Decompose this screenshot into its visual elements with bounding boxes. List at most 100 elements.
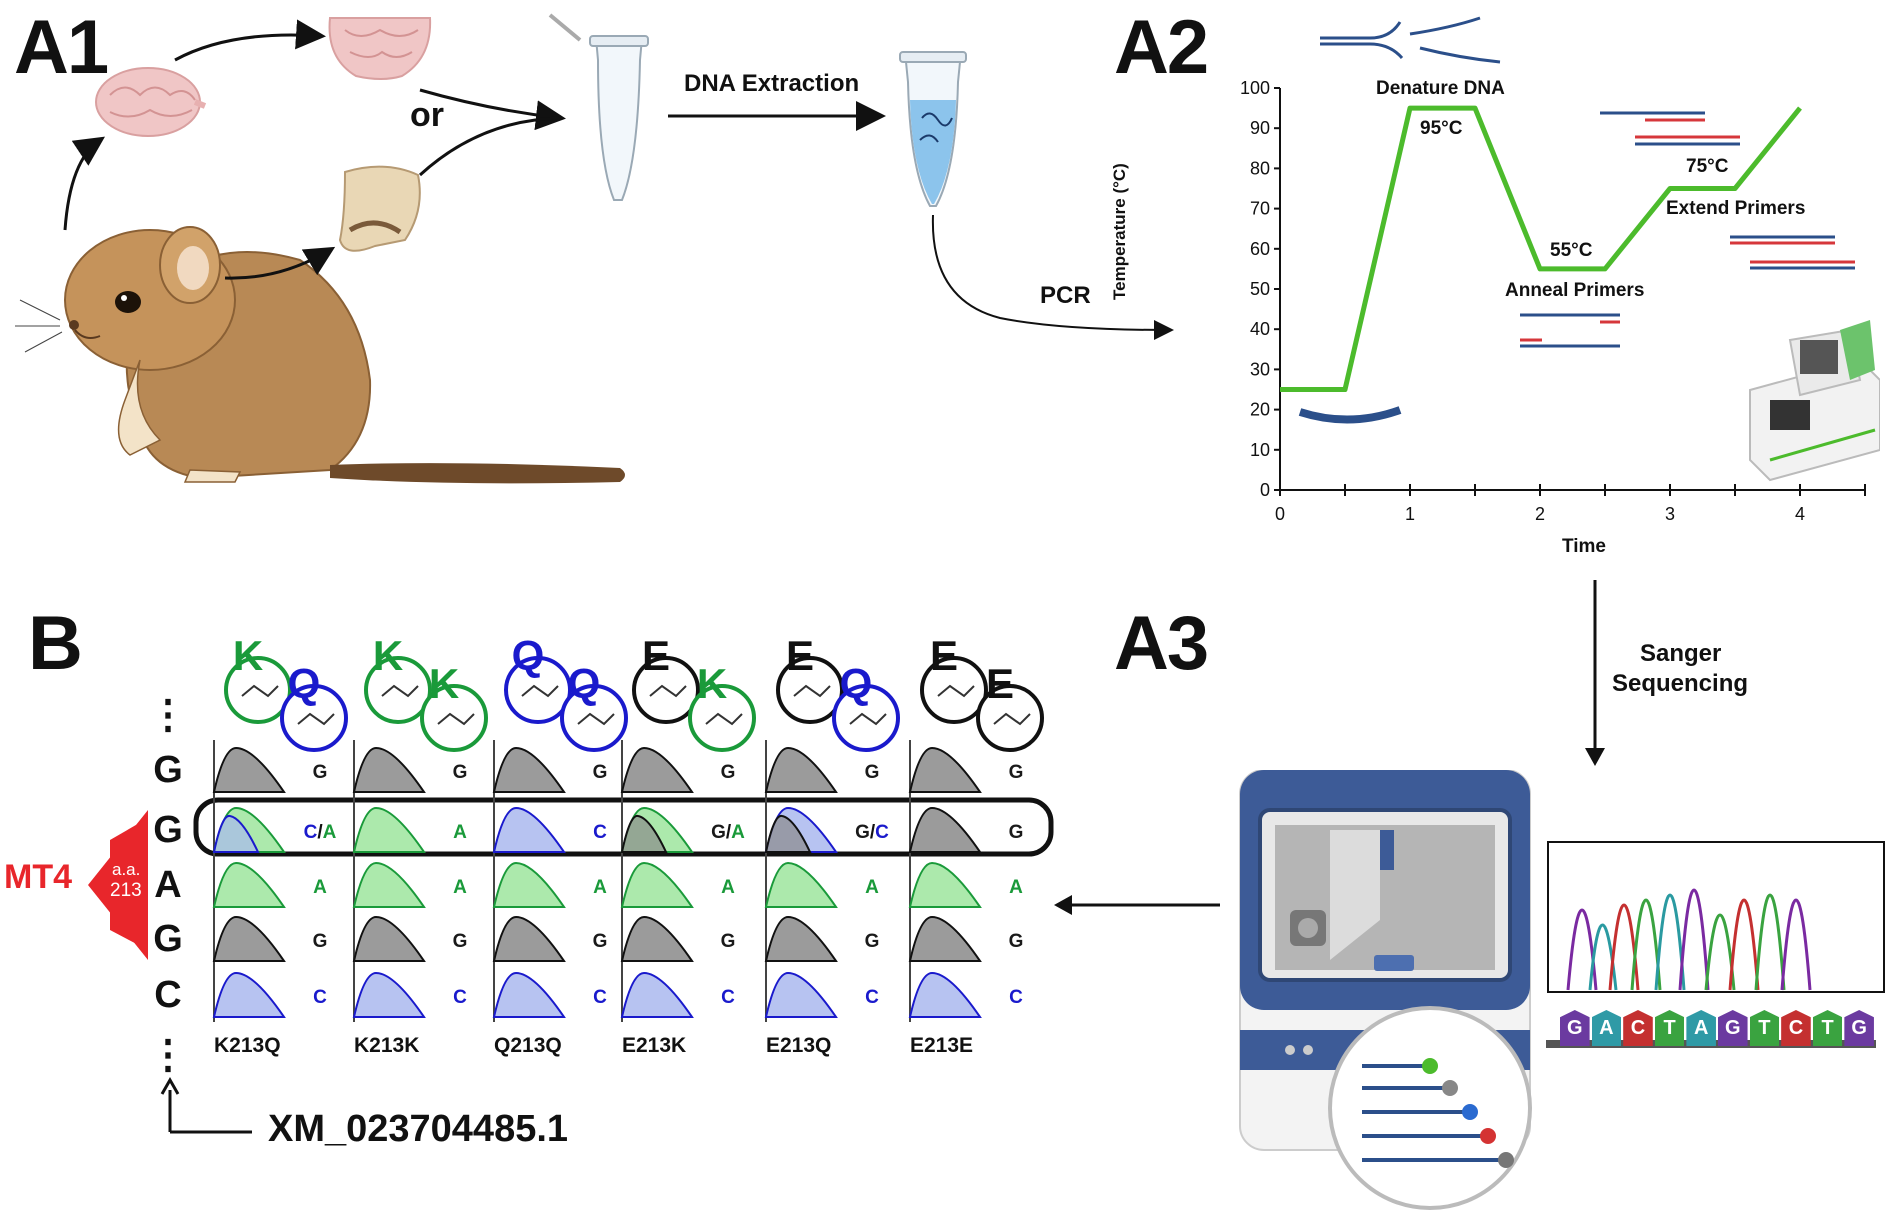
amino-acid-letter: E bbox=[986, 660, 1014, 707]
anneal-primers-label: Anneal Primers bbox=[1505, 280, 1645, 301]
base-call-label: A bbox=[593, 877, 607, 898]
sequence-base: G bbox=[153, 749, 183, 791]
base-call-label: C bbox=[593, 987, 607, 1008]
amino-acid-letter: E bbox=[786, 632, 814, 679]
x-tick-label: 0 bbox=[1275, 504, 1285, 524]
chromatogram-peak bbox=[764, 861, 838, 908]
sanger-arrow bbox=[1585, 580, 1605, 766]
chromatogram-peak bbox=[764, 746, 838, 793]
base-call-label: G/C bbox=[855, 822, 889, 843]
base-call-label: A bbox=[721, 877, 735, 898]
denature-dna-label: Denature DNA bbox=[1376, 78, 1505, 99]
chromatogram-peak bbox=[212, 746, 286, 793]
temp-55-label: 55°C bbox=[1550, 240, 1593, 261]
ear-tissue-icon bbox=[338, 165, 421, 252]
base-call-label: G bbox=[1009, 762, 1024, 783]
accession-label: XM_023704485.1 bbox=[268, 1108, 569, 1150]
amino-acid-structure bbox=[381, 684, 419, 698]
base-call-label: G/A bbox=[711, 822, 745, 843]
mutation-highlight-box bbox=[193, 797, 1054, 857]
amino-acid-letter: K bbox=[429, 660, 459, 707]
amino-acid-structure bbox=[849, 712, 887, 726]
sequence-base: C bbox=[154, 974, 181, 1016]
base-call-label: A bbox=[453, 822, 467, 843]
base-call-label: G bbox=[593, 931, 608, 952]
y-tick-label: 20 bbox=[1250, 400, 1270, 420]
y-tick-label: 40 bbox=[1250, 319, 1270, 339]
base-call-label: G bbox=[593, 762, 608, 783]
dna-closed-strand-icon bbox=[1298, 406, 1402, 424]
base-call-label: C bbox=[593, 822, 607, 843]
y-tick-label: 100 bbox=[1240, 78, 1270, 98]
y-axis-label: Temperature (°C) bbox=[1110, 163, 1129, 300]
brain-top-icon bbox=[328, 17, 432, 80]
base-call-label: G bbox=[721, 762, 736, 783]
chromatogram-peak bbox=[352, 806, 426, 853]
extend-strands-icon-1 bbox=[1600, 111, 1740, 146]
chromatogram-peak bbox=[908, 746, 982, 793]
base-badge: G bbox=[1844, 1010, 1874, 1046]
sanger-chromatogram-icon bbox=[1547, 841, 1885, 993]
amino-acid-structure bbox=[793, 684, 831, 698]
base-call-label: G bbox=[1009, 931, 1024, 952]
amino-acid-structure bbox=[937, 684, 975, 698]
y-tick-label: 70 bbox=[1250, 199, 1270, 219]
chromatogram-peak bbox=[908, 915, 982, 962]
chromatogram-peak bbox=[492, 806, 566, 853]
chromatogram-peak bbox=[492, 746, 566, 793]
panel-label-a3: A3 bbox=[1114, 601, 1209, 686]
aa-label: a.a. bbox=[112, 860, 141, 879]
mt4-label: MT4 bbox=[4, 858, 72, 896]
chromatogram-peak bbox=[492, 861, 566, 908]
chromatogram-peak bbox=[352, 861, 426, 908]
x-tick-label: 4 bbox=[1795, 504, 1805, 524]
amino-acid-structure bbox=[577, 712, 615, 726]
base-badge: G bbox=[1560, 1010, 1590, 1046]
chromatogram-peak bbox=[352, 746, 426, 793]
y-tick-label: 50 bbox=[1250, 279, 1270, 299]
base-call-label: C bbox=[1009, 987, 1023, 1008]
amino-acid-letter: E bbox=[642, 632, 670, 679]
chromatogram-peak bbox=[764, 971, 838, 1018]
sample-name-label: Q213Q bbox=[494, 1034, 562, 1057]
pcr-label: PCR bbox=[1040, 282, 1091, 309]
base-badge: C bbox=[1781, 1010, 1811, 1046]
dna-fragments-zoom-icon bbox=[1328, 1006, 1532, 1210]
chromatogram-peak bbox=[212, 861, 286, 908]
chromatogram-peak-secondary bbox=[620, 814, 668, 853]
chromatogram-peak bbox=[908, 971, 982, 1018]
chromatogram-peak-secondary bbox=[764, 814, 812, 853]
base-call-label: G bbox=[313, 762, 328, 783]
amino-acid-structure bbox=[297, 712, 335, 726]
base-badge: A bbox=[1686, 1010, 1716, 1046]
base-call-label: G bbox=[1009, 822, 1024, 843]
sample-name-label: E213K bbox=[622, 1034, 686, 1057]
panel-label-b: B bbox=[28, 601, 83, 686]
aa-number: 213 bbox=[110, 880, 142, 901]
base-call-label: C bbox=[313, 987, 327, 1008]
base-call-label: C/A bbox=[304, 822, 337, 843]
ellipsis-bottom: ⋮ bbox=[148, 1033, 188, 1077]
y-tick-label: 0 bbox=[1260, 480, 1270, 500]
chromatogram-peak bbox=[908, 806, 982, 853]
amino-acid-letter: Q bbox=[288, 660, 321, 707]
base-badge: T bbox=[1654, 1010, 1685, 1046]
chromatogram-peak-secondary bbox=[212, 814, 260, 853]
amino-acid-letter: K bbox=[233, 632, 263, 679]
base-badge: C bbox=[1623, 1010, 1653, 1046]
dna-double-strand-icon bbox=[1320, 16, 1501, 64]
amino-acid-structure bbox=[437, 712, 475, 726]
amino-acid-letter: Q bbox=[568, 660, 601, 707]
chromatogram-peak bbox=[212, 915, 286, 962]
panel-label-a1: A1 bbox=[14, 5, 109, 90]
temp-95-label: 95°C bbox=[1420, 118, 1463, 139]
empty-tube-icon bbox=[548, 13, 649, 201]
chromatogram-peak bbox=[620, 971, 694, 1018]
amino-acid-structure bbox=[705, 712, 743, 726]
amino-acid-structure bbox=[241, 684, 279, 698]
sample-name-label: E213E bbox=[910, 1034, 973, 1057]
y-tick-label: 90 bbox=[1250, 118, 1270, 138]
base-call-label: G bbox=[721, 931, 736, 952]
